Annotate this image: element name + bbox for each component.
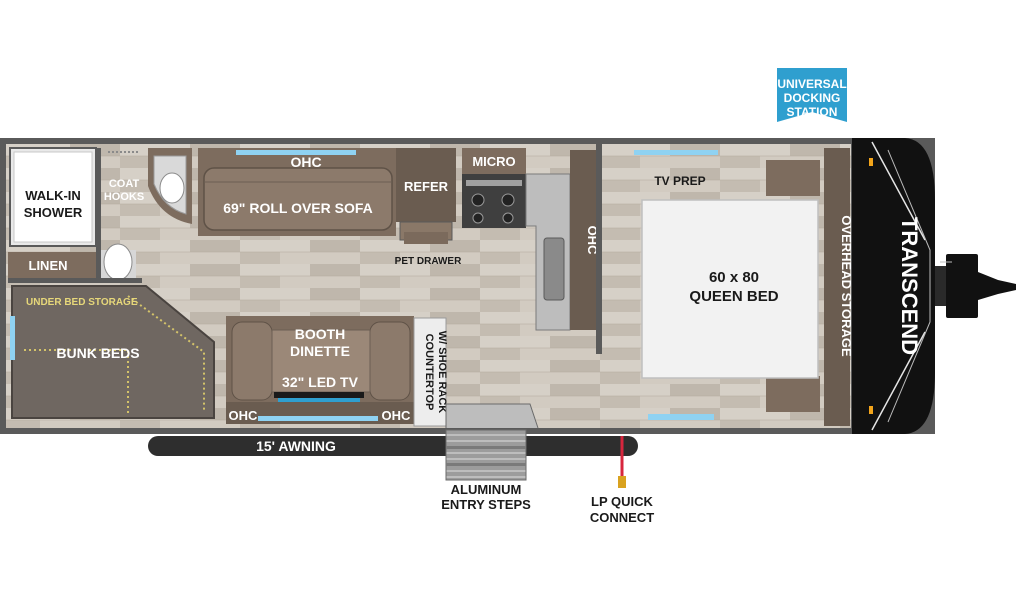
linen-label: LINEN [29,258,68,273]
badge-line2: DOCKING [784,91,841,105]
kitchen-counter: OHC [525,150,600,331]
bath-vanity [148,148,192,224]
docking-station-badge: UNIVERSAL DOCKING STATION [777,68,847,122]
coat-hooks: COAT HOOKS [104,151,144,203]
under-bed-storage-label: UNDER BED STORAGE [26,297,138,308]
lp-label-line2: CONNECT [590,510,654,525]
shower-wall [96,148,101,278]
countertop-label: COUNTERTOP [423,334,435,411]
bunk-beds: UNDER BED STORAGE BUNK BEDS [10,285,215,419]
tv-prep-label: TV PREP [654,174,705,188]
lp-quick-connect: LP QUICK CONNECT [590,436,654,525]
steps-label-line2: ENTRY STEPS [441,497,531,512]
shower-label-line2: SHOWER [24,205,83,220]
overhead-storage: OVERHEAD STORAGE [824,148,854,426]
walk-in-shower: WALK-IN SHOWER [9,147,97,247]
overhead-storage-label: OVERHEAD STORAGE [839,215,854,357]
coat-hooks-line2: HOOKS [104,191,144,203]
ohc-left-label: OHC [229,408,259,423]
queen-bed-label: QUEEN BED [689,288,778,305]
bedroom-partition [596,144,602,354]
aluminum-entry-steps: ALUMINUM ENTRY STEPS [441,429,531,512]
refrigerator: REFER [396,148,456,244]
bath-wall [8,278,142,283]
hitch-coupler [935,254,1016,318]
bed-size-label: 60 x 80 [709,269,759,286]
coat-hooks-line1: COAT [109,178,140,190]
entry-door [445,403,539,429]
booth-label: BOOTH [295,326,346,342]
queen-bed: TV PREP 60 x 80 QUEEN BED [634,150,820,420]
badge-line1: UNIVERSAL [777,77,846,91]
bunk-beds-label: BUNK BEDS [56,345,139,361]
pet-drawer-label: PET DRAWER [395,256,462,267]
ohc-right-label: OHC [382,408,412,423]
microwave-range: MICRO [462,148,526,228]
refer-label: REFER [404,179,449,194]
led-tv-label: 32" LED TV [282,374,359,390]
dinette-label: DINETTE [290,343,350,359]
ohc-sofa-label: OHC [290,154,321,170]
booth-dinette: BOOTH DINETTE 32" LED TV OHC OHC [226,316,414,424]
front-cap: TRANSCEND [852,138,935,434]
awning-label: 15' AWNING [256,438,336,454]
toilet [100,243,136,281]
steps-label-line1: ALUMINUM [451,482,522,497]
linen-cabinet: LINEN [8,252,96,278]
awning-bar: 15' AWNING [148,436,638,456]
sofa-label: 69" ROLL OVER SOFA [223,200,373,216]
brand-logo-text: TRANSCEND [897,217,922,355]
countertop-shoe-rack: COUNTERTOP W/ SHOE RACK [413,317,448,427]
roll-over-sofa: OHC 69" ROLL OVER SOFA [198,148,396,236]
micro-label: MICRO [472,154,515,169]
lp-label-line1: LP QUICK [591,494,653,509]
badge-line3: STATION [787,105,838,119]
shoe-rack-label: W/ SHOE RACK [436,331,448,414]
shower-label-line1: WALK-IN [25,188,81,203]
